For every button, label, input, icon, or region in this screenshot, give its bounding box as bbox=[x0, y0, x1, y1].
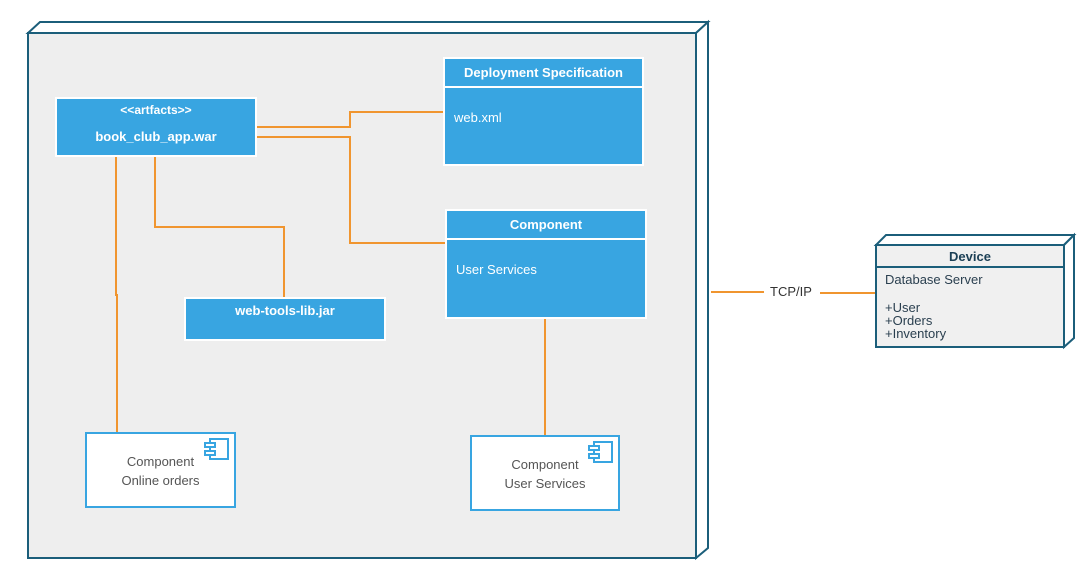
device-item-user: +User bbox=[885, 300, 921, 315]
component-icon bbox=[204, 438, 229, 460]
connectors bbox=[115, 111, 876, 436]
link-artifact-deployment-spec bbox=[256, 111, 446, 128]
device-node bbox=[873, 232, 1077, 350]
component-user-services-line1: Component bbox=[511, 457, 579, 472]
component-title: Component bbox=[447, 211, 645, 240]
link-artifact-component bbox=[256, 136, 446, 244]
deployment-specification-box[interactable]: Deployment Specification web.xml bbox=[443, 57, 644, 166]
device-title: Device bbox=[877, 246, 1063, 268]
artifact-stereotype: <<artfacts>> bbox=[120, 103, 192, 117]
device-box[interactable]: Device Database Server +User +Orders +In… bbox=[877, 246, 1063, 346]
device-item-inventory: +Inventory bbox=[885, 326, 947, 341]
component-user-services[interactable]: Component User Services bbox=[470, 435, 620, 511]
web-tools-lib-box[interactable]: web-tools-lib.jar bbox=[184, 297, 386, 341]
component-online-orders[interactable]: Component Online orders bbox=[85, 432, 236, 508]
web-tools-lib-name: web-tools-lib.jar bbox=[235, 303, 335, 318]
artifact-book-club-app[interactable]: <<artfacts>> book_club_app.war bbox=[55, 97, 257, 157]
device-subtitle: Database Server bbox=[885, 272, 983, 287]
deployment-spec-title: Deployment Specification bbox=[445, 59, 642, 88]
component-user-services-line2: User Services bbox=[504, 476, 586, 491]
component-body: User Services bbox=[456, 262, 537, 277]
component-icon bbox=[588, 441, 613, 463]
component-online-orders-line1: Component bbox=[126, 454, 195, 469]
component-online-orders-line2: Online orders bbox=[121, 473, 200, 488]
link-artifact-online-orders bbox=[115, 155, 118, 433]
component-user-services-box[interactable]: Component User Services bbox=[445, 209, 647, 319]
device-item-orders: +Orders bbox=[885, 313, 933, 328]
tcpip-label: TCP/IP bbox=[770, 284, 812, 299]
link-artifact-web-tools-lib bbox=[154, 155, 285, 298]
deployment-spec-body: web.xml bbox=[454, 110, 502, 125]
artifact-name: book_club_app.war bbox=[95, 129, 217, 144]
